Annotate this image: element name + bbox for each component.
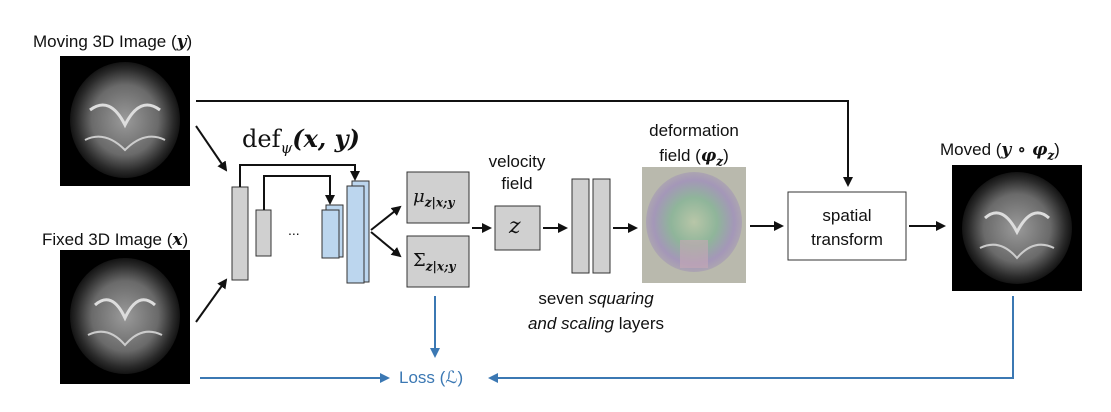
decoder-block-1	[321, 209, 340, 259]
arrow-net-to-sigma	[370, 231, 402, 258]
squaring-layer-2	[592, 178, 611, 274]
loss-arrow-from-moved	[488, 296, 1014, 383]
squaring-layer-1	[571, 178, 590, 274]
loss-label: Loss (ℒ)	[399, 368, 464, 387]
z-box	[494, 205, 541, 251]
sigma-label: Σz|x;y	[413, 250, 456, 274]
fixed-image-label: Fixed 3D Image (x)	[42, 230, 189, 250]
encoder-block-1	[231, 186, 249, 281]
moving-image	[60, 56, 190, 186]
fixed-image	[60, 250, 190, 384]
moved-image	[952, 165, 1082, 291]
spatial-transform-box	[787, 191, 907, 261]
squaring-scaling-label: seven squaring and scaling layers	[527, 289, 665, 333]
arrow-moving-to-net	[195, 125, 228, 172]
skip-connection-outer	[239, 164, 360, 187]
spatial-transform-label: spatial transform	[811, 206, 883, 249]
mu-label: μz|x;y	[413, 186, 455, 210]
encoder-block-2	[255, 209, 272, 257]
sigma-box	[406, 235, 470, 288]
arrow-net-to-mu	[370, 205, 402, 231]
moved-image-label: Moved (y ∘ φz)	[940, 140, 1060, 163]
ellipsis-label: ...	[288, 222, 300, 238]
moving-image-label: Moving 3D Image (y)	[33, 32, 193, 52]
decoder-block-2	[346, 185, 365, 284]
deformation-field-image	[642, 167, 746, 283]
mu-box	[406, 171, 470, 224]
z-label: z	[509, 214, 521, 239]
arrow-moving-to-transform	[196, 100, 853, 187]
deformation-field-label: deformation field (φz)	[649, 121, 739, 169]
arrow-fixed-to-net	[195, 278, 228, 323]
velocity-field-label: velocity field	[488, 152, 546, 193]
skip-connection-inner	[263, 175, 335, 210]
network-function-label: defψ(x, y)	[242, 124, 360, 157]
